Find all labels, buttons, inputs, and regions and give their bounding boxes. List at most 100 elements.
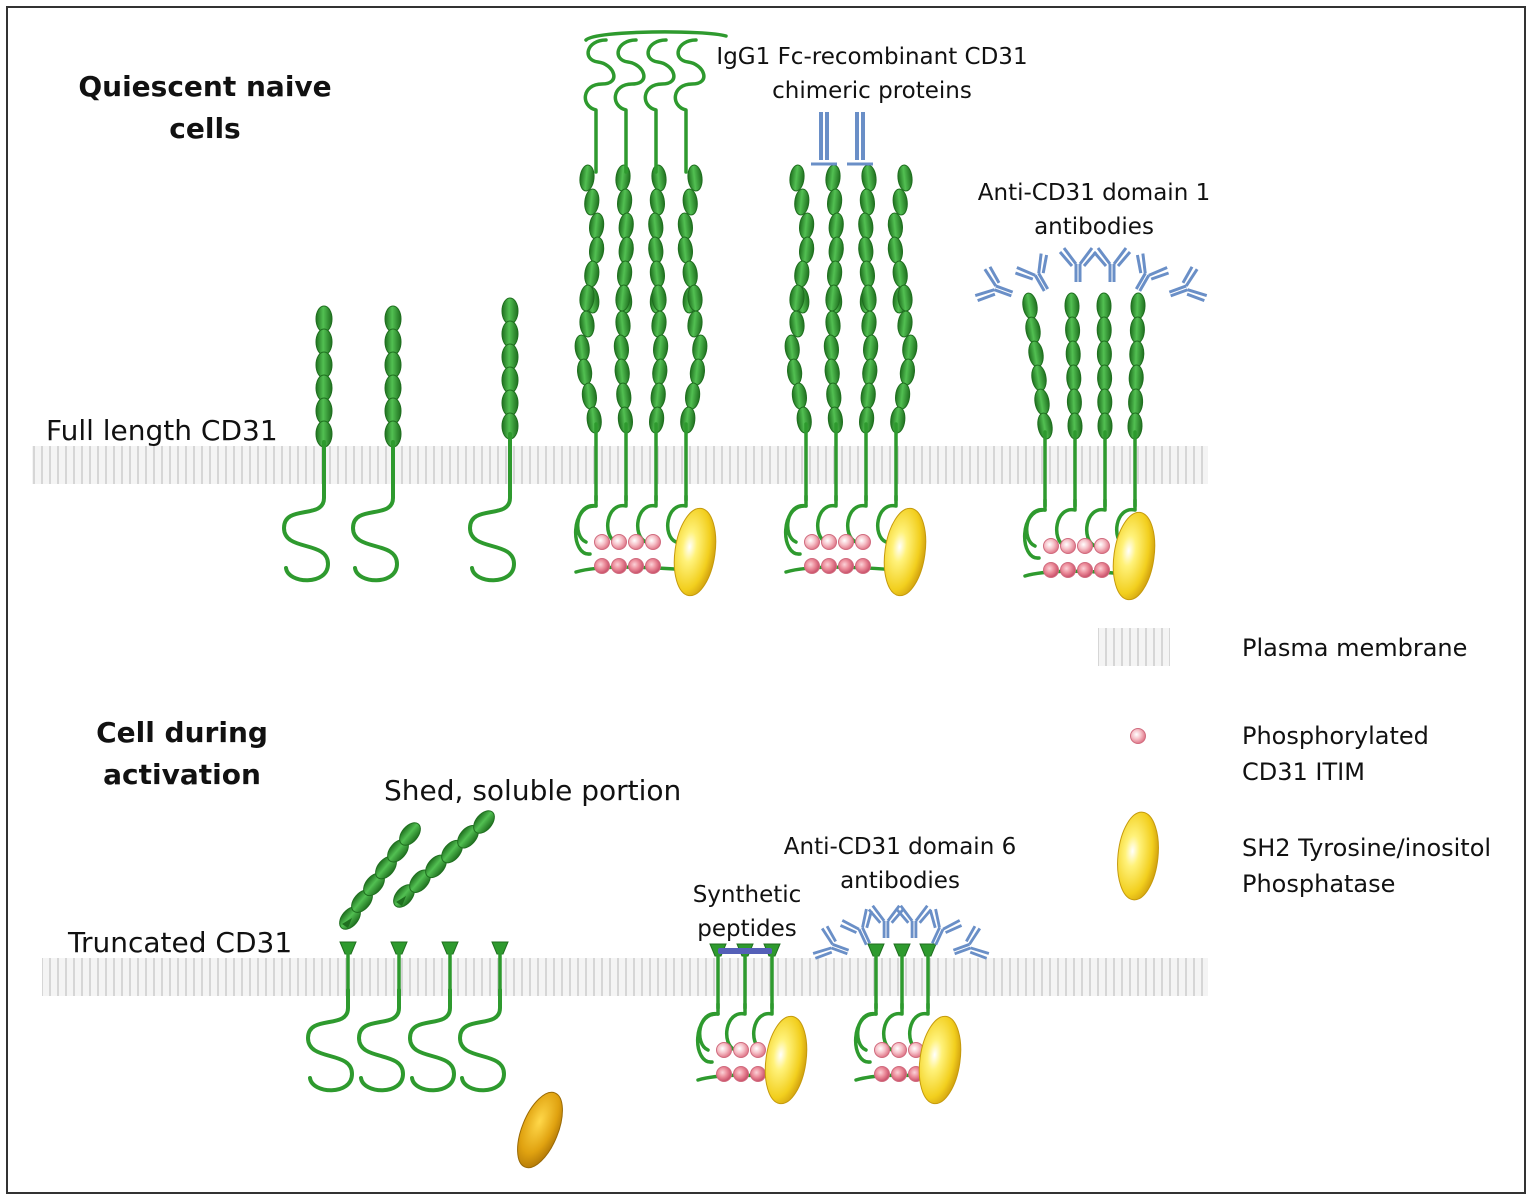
ig-domain <box>682 188 698 216</box>
ig-domain <box>902 334 918 362</box>
ig-domain <box>586 406 602 434</box>
cytoplasmic-tail <box>357 988 405 1093</box>
legend-symbols <box>1117 728 1159 901</box>
antibody-fc <box>954 946 972 956</box>
homophilic-lattice <box>574 30 728 597</box>
ig-domain <box>501 297 519 325</box>
ig-domain <box>649 260 665 288</box>
phosphorylated-itim <box>1077 562 1093 578</box>
ig-domain <box>859 260 875 288</box>
ig-domain <box>584 188 600 216</box>
phosphorylated-itim <box>645 558 661 574</box>
antibody-fab <box>1058 251 1074 267</box>
cytoplasmic-loop <box>1025 498 1047 548</box>
ig-domain <box>652 358 668 386</box>
extended-cd31-loop <box>673 38 706 174</box>
antibody-fab <box>1186 292 1205 303</box>
antibody <box>1134 253 1170 292</box>
ig-domain <box>1128 364 1144 392</box>
cytoplasmic-tail <box>351 478 399 583</box>
ig-domain <box>618 236 634 264</box>
ig-domain <box>791 382 807 410</box>
antibody-fab <box>918 908 933 924</box>
ig-domain <box>682 260 698 288</box>
antibody-fab <box>1037 253 1043 274</box>
cytoplasmic-loop <box>1023 508 1047 560</box>
ig-domain <box>1097 388 1113 416</box>
cytoplasmic-loop <box>698 1002 720 1052</box>
ig-domain <box>384 374 402 402</box>
antibody-fc <box>857 928 868 946</box>
ig-domain <box>897 284 913 312</box>
antibody-fab <box>988 266 1001 284</box>
ig-domain <box>828 212 844 240</box>
ig-domain <box>890 406 906 434</box>
cytoplasmic-loop <box>696 1012 720 1064</box>
ig-domain <box>1096 292 1112 320</box>
antibody-fc <box>861 927 872 944</box>
ig-domain <box>861 164 877 192</box>
phosphorylated-itim <box>1094 562 1110 578</box>
ig-domain <box>1129 316 1145 344</box>
antibody <box>929 908 963 946</box>
ig-domain <box>1066 388 1082 416</box>
cytoplasmic-loop <box>666 494 688 544</box>
ig-domain <box>501 320 519 348</box>
ig-domain <box>862 358 878 386</box>
ig-domain <box>680 406 696 434</box>
truncated-stub-head <box>893 943 911 957</box>
extended-cd31-loop <box>613 38 646 174</box>
ig-domain <box>899 358 915 386</box>
ig-domain <box>589 212 605 240</box>
ig-domain <box>648 212 664 240</box>
ig-domain <box>613 334 629 362</box>
phosphorylated-itim <box>750 1042 766 1058</box>
ig-domain <box>799 212 815 240</box>
ig-domain <box>796 406 812 434</box>
ig-domain <box>825 164 841 192</box>
ig-domain <box>1022 292 1038 320</box>
full-length-cd31-group <box>282 297 519 583</box>
ig-domain <box>501 366 519 394</box>
ig-domain <box>858 236 874 264</box>
ig-domain <box>617 260 633 288</box>
label-truncated-cd31: Truncated CD31 <box>68 926 293 959</box>
ig-domain <box>651 284 667 312</box>
truncated-stub-head <box>390 941 408 955</box>
antibody-fab <box>812 946 832 955</box>
ig-domain <box>827 260 843 288</box>
ig-domain <box>677 236 693 264</box>
antibody <box>895 904 933 938</box>
antibody-fc <box>830 946 848 956</box>
antibody-fab <box>929 910 937 929</box>
anti-domain6-antibody-complex <box>812 904 990 1105</box>
ig-domain <box>589 236 605 264</box>
ig-domain <box>615 310 631 338</box>
antibody-fc <box>1170 288 1189 298</box>
antibody-fab <box>1016 266 1036 277</box>
truncated-cd31-group <box>306 941 509 1093</box>
antibody <box>1014 253 1050 292</box>
phosphorylated-itim <box>645 534 661 550</box>
phosphorylated-itim <box>628 534 644 550</box>
synthetic-peptide-complex <box>696 943 808 1105</box>
ig-domain <box>1129 340 1145 368</box>
antibody <box>812 925 850 960</box>
shed-cleavage-end <box>342 918 352 928</box>
phosphorylated-itim <box>1077 538 1093 554</box>
legend-membrane-swatch <box>1098 628 1170 666</box>
antibody-fab <box>965 925 977 943</box>
ig-domain <box>858 212 874 240</box>
phosphorylated-itim <box>611 534 627 550</box>
ig-domain <box>897 164 913 192</box>
phosphorylated-itim <box>874 1066 890 1082</box>
ig-domain <box>616 382 632 410</box>
ig-domain <box>799 236 815 264</box>
antibody-fab <box>841 919 860 931</box>
antibody-fc <box>930 927 941 944</box>
ig-domain <box>648 236 664 264</box>
